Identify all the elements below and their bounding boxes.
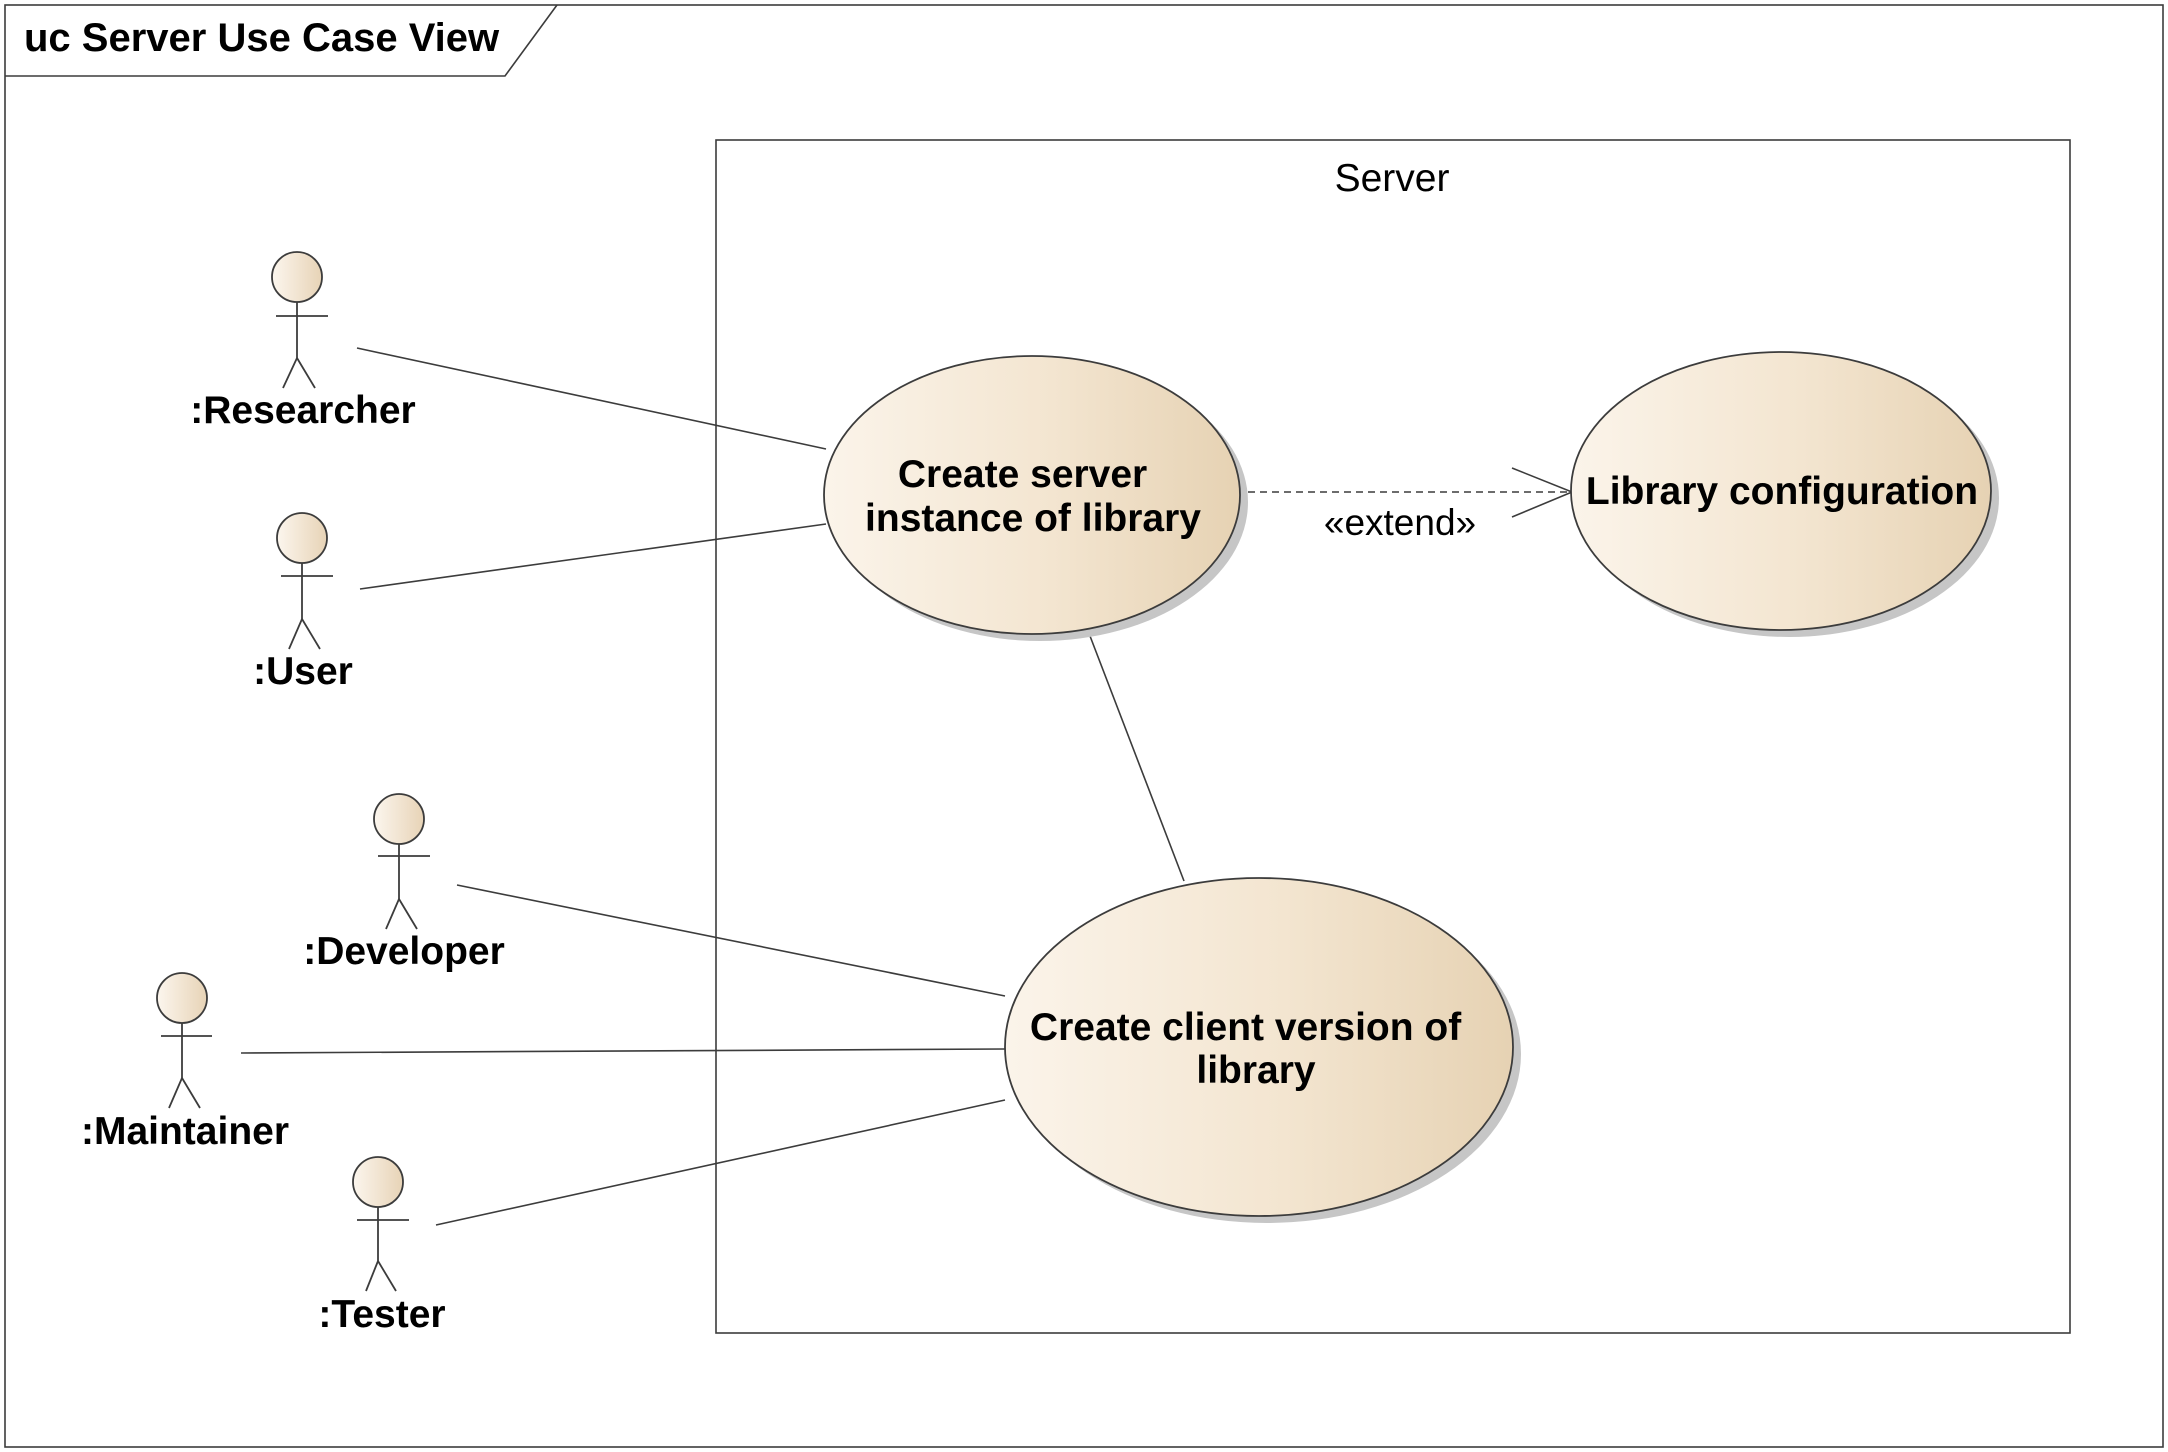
use-case-label-line: Library configuration [1586, 470, 1978, 513]
use-case-label: Create server instance of library [865, 453, 1201, 540]
actor-label: :Researcher [190, 389, 415, 432]
association-researcher [356, 347, 827, 450]
actor-head-icon [271, 251, 323, 303]
use-case-create-server-instance[interactable]: Create server instance of library [823, 355, 1248, 641]
stick-figure-icon [281, 563, 333, 650]
association-developer [456, 884, 1006, 997]
actor-label: :Developer [303, 930, 505, 973]
association-server-client [1089, 635, 1185, 882]
stick-figure-icon [357, 1207, 409, 1292]
stick-figure-icon [161, 1023, 212, 1109]
extend-label: «extend» [1324, 502, 1476, 543]
use-case-label-line: instance of library [865, 497, 1201, 540]
association-maintainer [240, 1048, 1006, 1054]
use-case-create-client-version[interactable]: Create client version of library [1004, 877, 1521, 1223]
use-case-label: Create client version of library [1030, 1006, 1472, 1092]
association-user [359, 523, 827, 590]
stick-figure-icon [378, 844, 430, 930]
use-case-label-line: Create client version of [1030, 1006, 1462, 1049]
use-case-label: Library configuration [1586, 470, 1978, 513]
actor-user[interactable]: :User [253, 512, 353, 693]
actor-label: :User [253, 650, 353, 693]
actor-label: :Maintainer [81, 1110, 289, 1153]
actor-label: :Tester [318, 1293, 445, 1336]
actor-head-icon [276, 512, 328, 564]
actor-tester[interactable]: :Tester [318, 1156, 446, 1336]
extend-relationship: «extend» [1248, 467, 1575, 543]
boundary-label: Server [1335, 157, 1450, 200]
actor-head-icon [352, 1156, 404, 1208]
actor-head-icon [156, 972, 208, 1024]
stick-figure-icon [276, 302, 328, 389]
use-case-label-line: Create server [898, 453, 1147, 496]
actor-head-icon [373, 793, 425, 845]
associations [240, 347, 1185, 1226]
actor-maintainer[interactable]: :Maintainer [81, 972, 289, 1153]
frame-title: uc Server Use Case View [24, 16, 500, 60]
use-case-label-line: library [1196, 1049, 1316, 1092]
actor-developer[interactable]: :Developer [303, 793, 505, 973]
association-tester [435, 1099, 1006, 1226]
actor-researcher[interactable]: :Researcher [190, 251, 416, 432]
use-case-library-configuration[interactable]: Library configuration [1570, 351, 1999, 637]
